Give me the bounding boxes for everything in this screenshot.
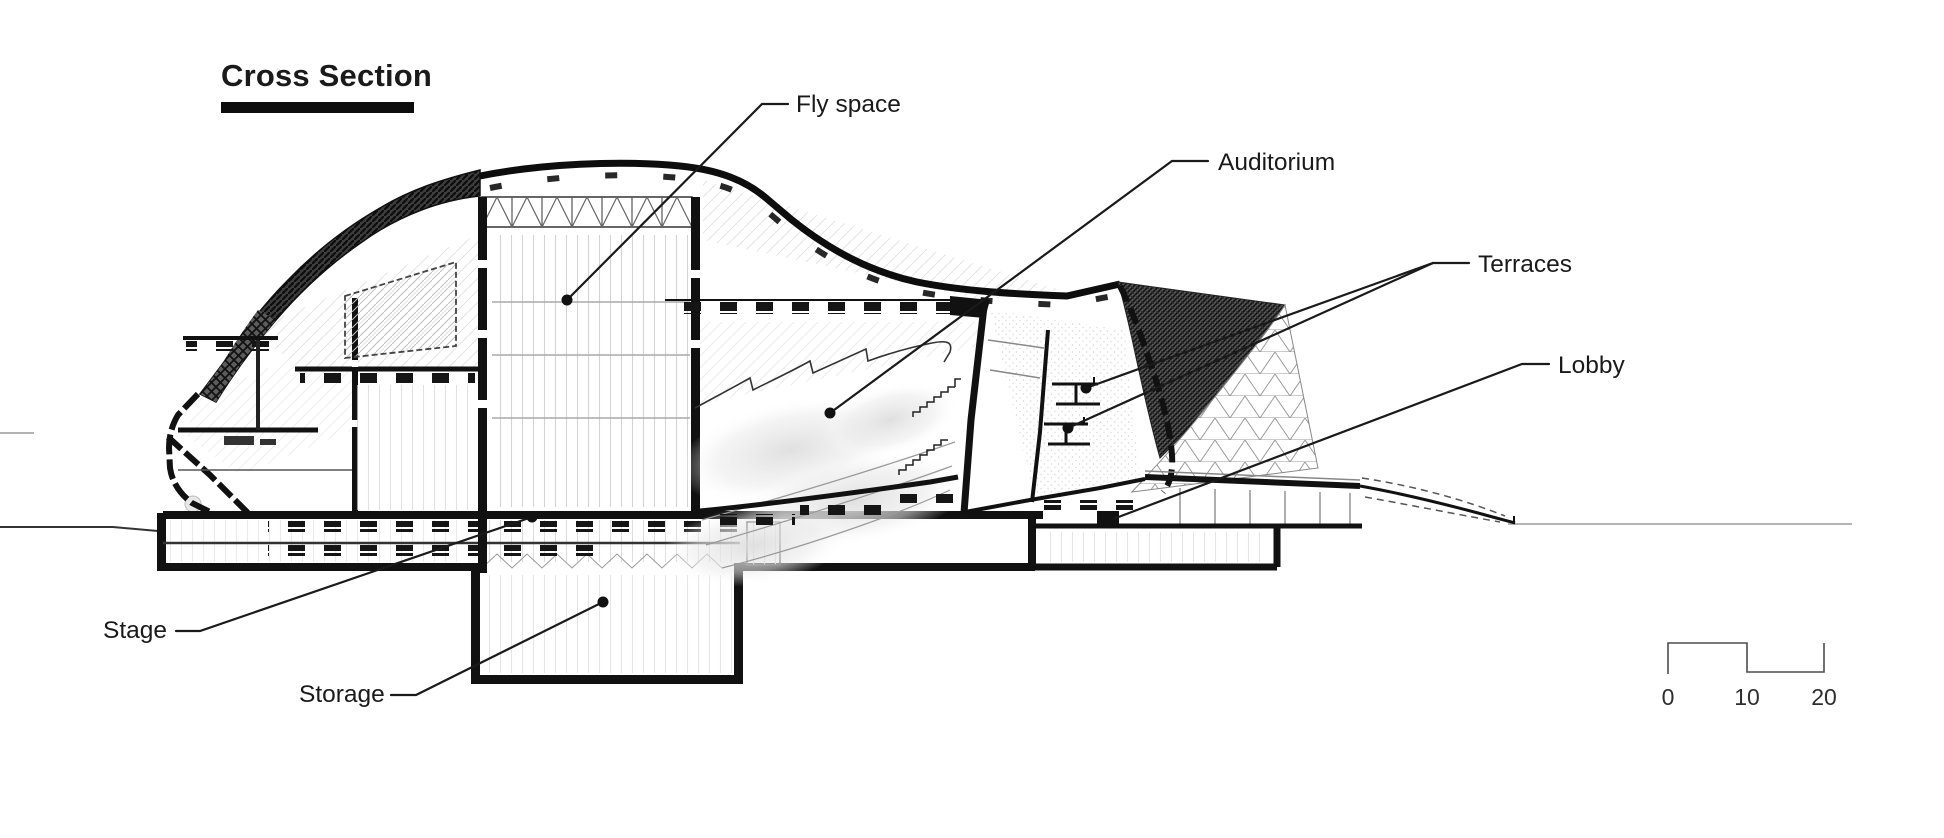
lobby-leader-line (1106, 362, 1551, 523)
storage-pit-floor (471, 675, 743, 684)
stage-dot (526, 511, 538, 523)
foyer-floor (964, 477, 1146, 514)
terrace-upper (1052, 382, 1100, 406)
auditorium-ceiling (694, 340, 952, 409)
truss-diagonals (481, 195, 693, 229)
entrance-canopy (1359, 484, 1516, 525)
furniture (224, 436, 254, 445)
stair-upper (912, 378, 961, 417)
fly-tower-wall-right (691, 197, 700, 515)
fly-galleries (492, 301, 690, 419)
fly-space-label: Fly space (796, 91, 901, 118)
scale-tick-0: 0 (1662, 684, 1675, 710)
left-roof-shell (165, 169, 481, 518)
page-title: Cross Section (221, 58, 432, 93)
storage-interior (482, 575, 732, 673)
roof (479, 159, 1121, 309)
lobby-dot (1102, 515, 1114, 527)
roof-batten-ticks (489, 172, 1119, 309)
facade-diagrid (1130, 303, 1319, 493)
title-block: Cross Section (221, 58, 432, 113)
basement-floor-right (734, 563, 1035, 571)
ceiling-structure (665, 302, 955, 314)
raked-floor (699, 474, 959, 514)
callout-stage: Stage (103, 511, 538, 644)
lobby-label: Lobby (1558, 352, 1626, 379)
stage-label: Stage (103, 617, 167, 644)
auditorium-dot (824, 407, 836, 419)
facade-inner-edge (1117, 284, 1176, 494)
basement-wall-left (157, 513, 166, 571)
left-wall (165, 391, 212, 515)
stage-level (163, 511, 1043, 519)
terraces-dot-2 (1062, 422, 1074, 434)
interior-wall (352, 298, 358, 513)
fly-tower-truss (481, 196, 693, 228)
ground-line-left (0, 526, 159, 532)
right-facade (1117, 281, 1319, 494)
callout-auditorium: Auditorium (824, 149, 1335, 419)
backstage-rooms (178, 260, 478, 513)
storage-leader-line (389, 600, 605, 697)
lobby-glazing (1179, 488, 1351, 525)
callout-fly-space: Fly space (561, 91, 901, 306)
fly-tower (478, 195, 700, 573)
stair-lower (898, 439, 948, 475)
furniture (260, 439, 276, 445)
storage-dot (597, 596, 609, 608)
building-section-drawing (0, 159, 1852, 684)
terraces-dot-1 (1080, 382, 1092, 394)
callout-terraces: Terraces (1062, 251, 1572, 434)
auditorium-leader-line (828, 159, 1210, 415)
callout-lobby: Lobby (1102, 352, 1626, 527)
fly-tower-wall-left (478, 197, 487, 573)
rigging-lines (495, 235, 688, 507)
back-wall-inner (1030, 329, 1050, 503)
title-underline (221, 102, 414, 113)
scale-tick-10: 10 (1734, 684, 1760, 710)
roof-outline (479, 159, 1121, 300)
auditorium-label: Auditorium (1218, 149, 1335, 176)
storage-pit-wall-left (471, 563, 480, 684)
auditorium-space (660, 296, 1050, 587)
lobby-basement (1035, 528, 1281, 571)
auditorium-back-wall (960, 297, 989, 514)
storage-pit-wall-right (734, 563, 743, 684)
left-sloped-wall (165, 434, 253, 518)
stage-floor-slab (163, 511, 1043, 519)
lobby-roof (1144, 474, 1361, 489)
basement (157, 513, 1281, 684)
basement-floor-left (157, 563, 477, 571)
stage-leader-line (174, 515, 534, 633)
scale-bar-line (1667, 642, 1825, 674)
callout-storage: Storage (299, 596, 609, 708)
lobby-wing (964, 470, 1516, 529)
scale-tick-20: 20 (1811, 684, 1837, 710)
rehearsal-room (344, 260, 457, 360)
terraces-leader-line-2 (1066, 261, 1435, 430)
shell-mesh-band-lower (200, 310, 276, 402)
scale-bar: 0 10 20 (1662, 642, 1837, 710)
fly-space-dot (561, 294, 573, 306)
fly-space-leader-line (565, 102, 790, 302)
terraces-label: Terraces (1478, 251, 1572, 278)
storage-label: Storage (299, 681, 385, 708)
